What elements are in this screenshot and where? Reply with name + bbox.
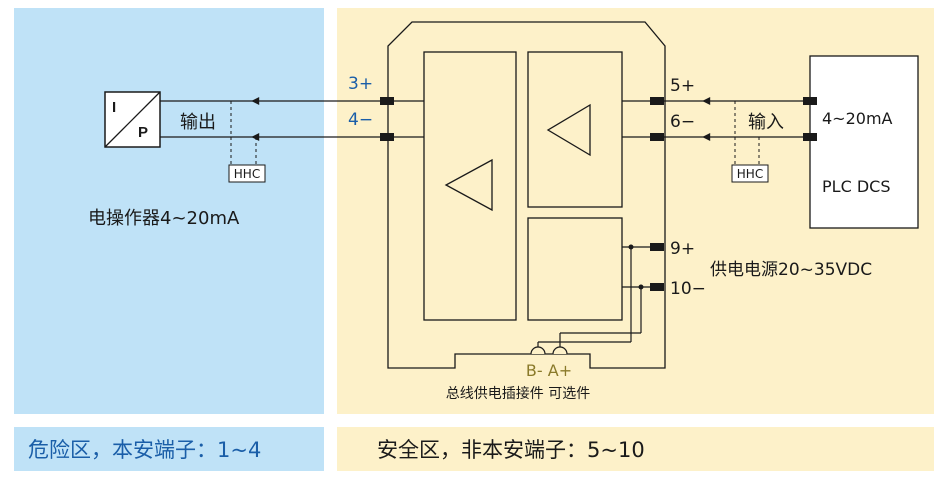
junction-10 bbox=[638, 284, 644, 290]
actuator-symbol-p: P bbox=[138, 124, 148, 141]
terminal-10-block bbox=[650, 283, 664, 291]
left-isolation-block bbox=[423, 51, 517, 321]
bus-caption: 总线供电插接件 可选件 bbox=[446, 385, 590, 402]
actuator-caption: 电操作器4~20mA bbox=[88, 208, 240, 229]
plc-terminal-pos bbox=[803, 97, 817, 105]
power-block bbox=[527, 217, 623, 321]
actuator-diagonal bbox=[104, 91, 161, 148]
hazard-zone-text: 危险区，本安端子：1~4 bbox=[28, 438, 262, 462]
plc-dcs-label: PLC DCS bbox=[822, 177, 890, 196]
hhc-right-label: HHC bbox=[737, 167, 763, 181]
input-label: 输入 bbox=[748, 112, 784, 133]
right-upper-block bbox=[527, 51, 623, 208]
bus-connector-a bbox=[552, 346, 568, 355]
plc-terminal-neg bbox=[803, 133, 817, 141]
safe-zone-text: 安全区，非本安端子：5~10 bbox=[377, 438, 645, 462]
bus-pins-label: B- A+ bbox=[526, 361, 572, 380]
output-label: 输出 bbox=[180, 112, 216, 133]
power-supply-label: 供电电源20~35VDC bbox=[710, 260, 872, 280]
safe-zone-footer: 安全区，非本安端子：5~10 bbox=[337, 427, 934, 471]
hazard-zone-panel bbox=[14, 8, 324, 414]
terminal-3-block bbox=[380, 97, 394, 105]
bus-connector-b bbox=[530, 346, 546, 355]
actuator-symbol-i: I bbox=[112, 99, 116, 116]
terminal-10-label: 10− bbox=[670, 279, 706, 299]
terminal-4-block bbox=[380, 133, 394, 141]
hhc-left-box bbox=[228, 164, 266, 183]
right-amplifier-triangle bbox=[546, 103, 591, 157]
terminal-9-label: 9+ bbox=[670, 239, 695, 259]
plc-dcs-box bbox=[809, 55, 919, 229]
hhc-right-box bbox=[731, 164, 769, 183]
terminal-5-label: 5+ bbox=[670, 76, 695, 96]
hazard-zone-footer: 危险区，本安端子：1~4 bbox=[14, 427, 324, 471]
plc-signal-label: 4~20mA bbox=[822, 109, 893, 128]
terminal-6-label: 6− bbox=[670, 112, 695, 132]
junction-9 bbox=[628, 244, 634, 250]
terminal-6-block bbox=[650, 133, 664, 141]
terminal-4-label: 4− bbox=[348, 110, 373, 130]
terminal-9-block bbox=[650, 243, 664, 251]
terminal-5-block bbox=[650, 97, 664, 105]
module-housing bbox=[387, 21, 666, 369]
terminal-3-label: 3+ bbox=[348, 74, 373, 94]
hhc-left-label: HHC bbox=[234, 167, 260, 181]
left-amplifier-triangle bbox=[444, 158, 493, 212]
